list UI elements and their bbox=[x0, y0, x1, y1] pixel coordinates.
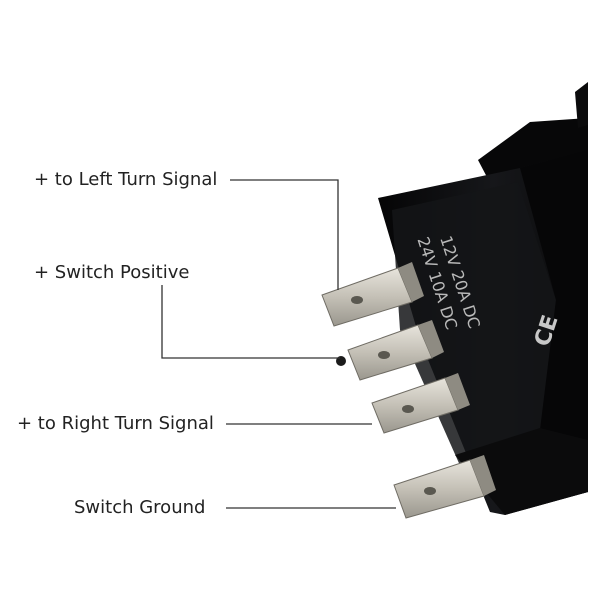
terminal-switch-positive bbox=[336, 320, 444, 381]
leader-lines bbox=[161, 179, 396, 509]
label-switch-ground: Switch Ground bbox=[74, 497, 206, 518]
rocker-edge bbox=[575, 82, 588, 128]
terminal-switch-ground bbox=[393, 455, 496, 519]
label-left-turn-signal: + to Left Turn Signal bbox=[34, 169, 218, 190]
label-right-turn-signal: + to Right Turn Signal bbox=[17, 413, 214, 434]
terminal-left-turn bbox=[321, 262, 424, 327]
leader-switch-positive bbox=[161, 285, 340, 359]
leader-left-turn bbox=[230, 179, 339, 290]
label-switch-positive: + Switch Positive bbox=[34, 262, 190, 283]
housing-side bbox=[512, 150, 588, 512]
terminal-right-turn bbox=[371, 373, 470, 434]
